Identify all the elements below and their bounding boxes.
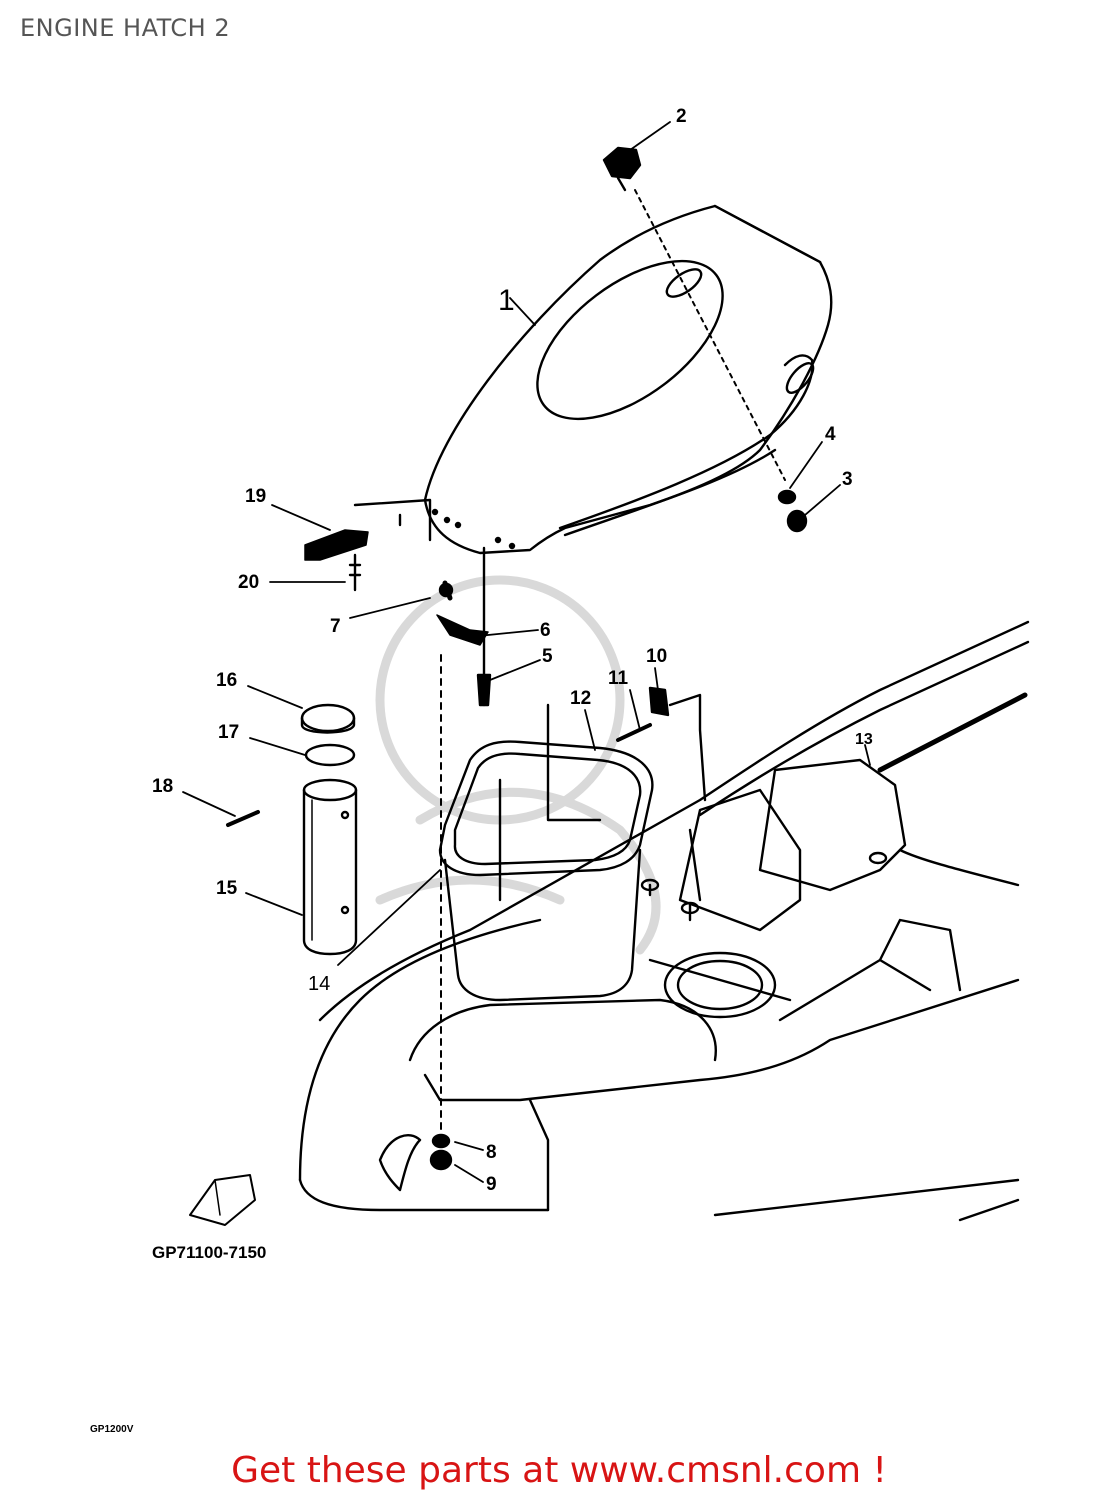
callout-2: 2 — [676, 106, 687, 127]
callout-19: 19 — [245, 486, 266, 507]
model-code: GP1200V — [90, 1424, 134, 1435]
callout-18: 18 — [152, 776, 173, 797]
o-ring — [304, 743, 356, 767]
storage-bin — [438, 703, 654, 1002]
callout-20: 20 — [238, 572, 259, 593]
callout-15: 15 — [216, 878, 238, 899]
callout-11: 11 — [608, 668, 629, 689]
tube-cap — [300, 703, 356, 734]
front-arrow-icon — [189, 1174, 256, 1226]
callout-7: 7 — [330, 616, 341, 637]
latch-clip — [616, 686, 707, 802]
callout-8: 8 — [486, 1142, 497, 1163]
hinge-bracket — [436, 546, 492, 707]
cmsnl-parts-link[interactable]: Get these parts at www.cmsnl.com ! — [231, 1450, 887, 1491]
lower-nuts — [429, 1133, 453, 1171]
callout-13: 13 — [855, 731, 873, 748]
storage-tube — [302, 778, 358, 956]
callout-14: 14 — [308, 973, 330, 995]
part-code: GP71100-7150 — [152, 1243, 266, 1262]
bolt-and-washer — [777, 489, 808, 533]
callout-9: 9 — [486, 1174, 497, 1195]
callout-3: 3 — [842, 469, 853, 490]
callout-5: 5 — [542, 646, 553, 667]
hull-body — [298, 620, 1030, 1222]
engine-hatch-cover — [423, 204, 833, 555]
callout-6: 6 — [540, 620, 551, 641]
callout-1: 1 — [498, 284, 515, 317]
latch-plate — [304, 498, 432, 592]
callout-10: 10 — [646, 646, 667, 667]
watermark-logo — [375, 575, 661, 955]
screw-18 — [226, 810, 260, 827]
callout-12: 12 — [570, 688, 591, 709]
hatch-cap — [602, 146, 642, 192]
callout-17: 17 — [218, 722, 239, 743]
engine-box — [640, 758, 907, 932]
callout-4: 4 — [825, 424, 836, 445]
callout-16: 16 — [216, 670, 237, 691]
page-title: ENGINE HATCH 2 — [20, 14, 231, 42]
leader-lines — [182, 121, 871, 1183]
